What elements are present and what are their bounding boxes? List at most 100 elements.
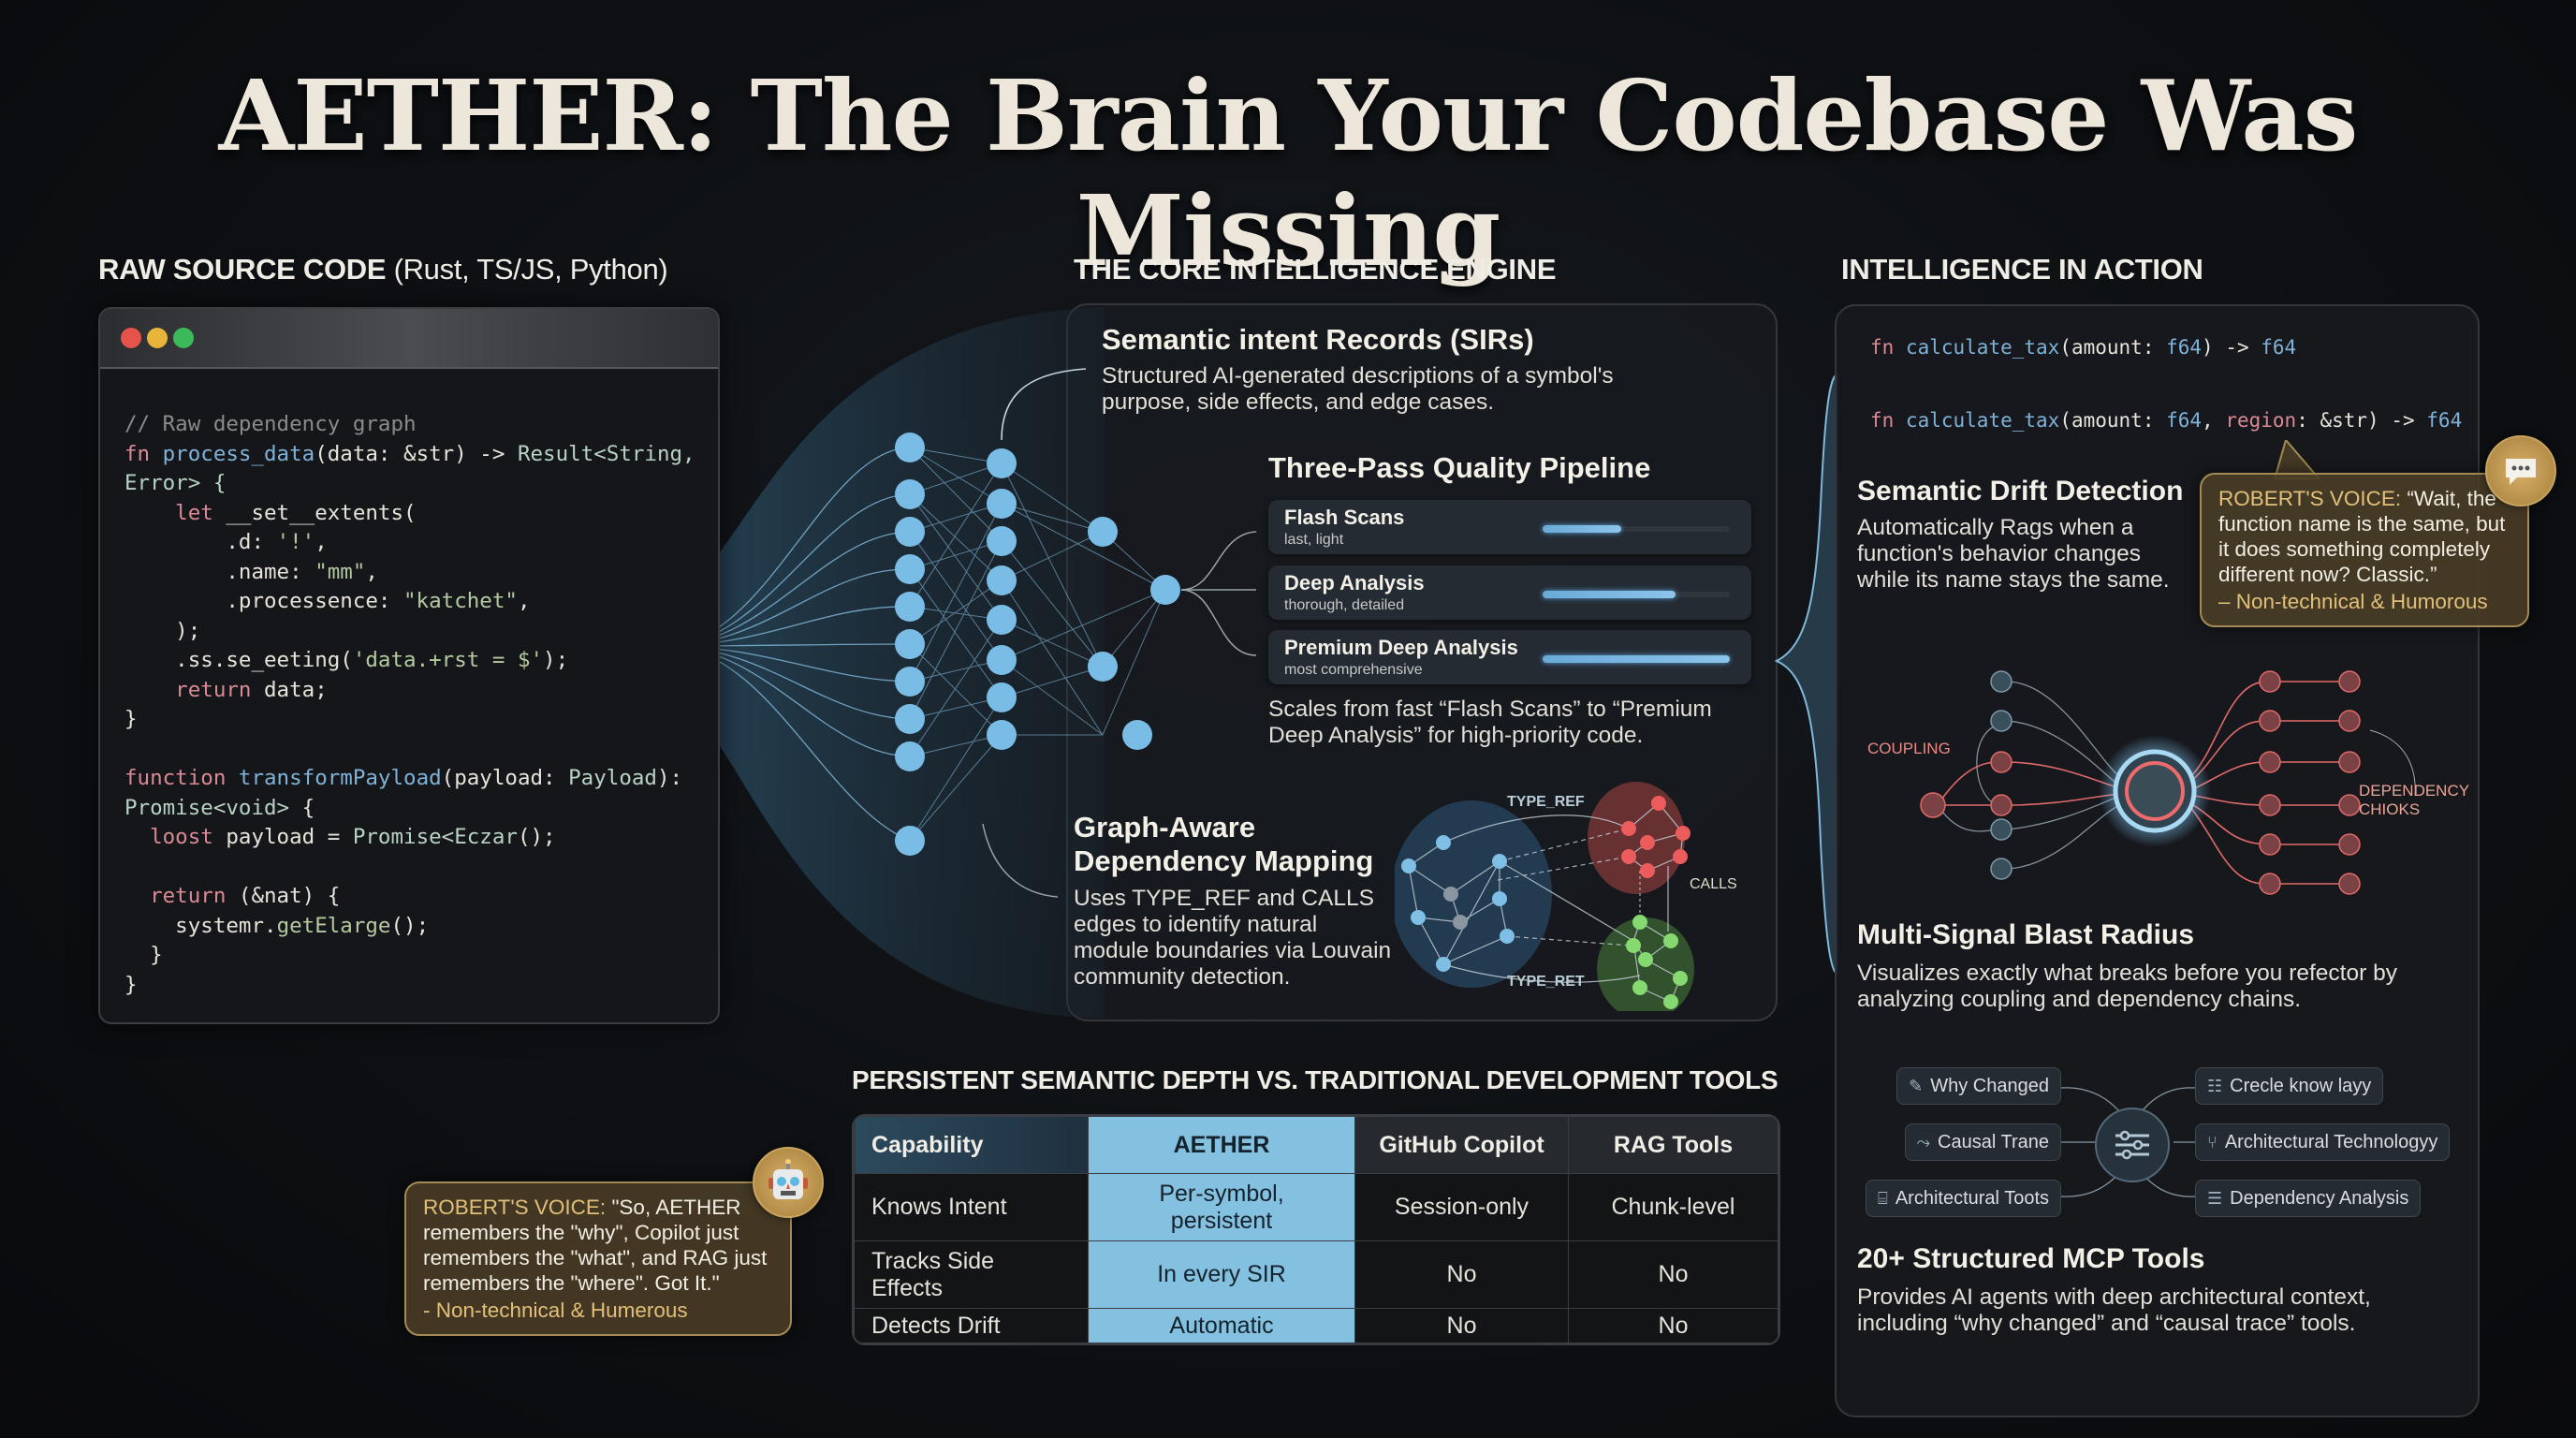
minimize-window-button[interactable] — [147, 328, 168, 348]
pass-subtitle: thorough, detailed — [1284, 597, 1405, 613]
code-token: getElarge — [276, 913, 391, 938]
mcp-tool-causal-trane[interactable]: ⤳Causal Trane — [1904, 1123, 2061, 1161]
tools-right-column: ☷ Crecle know layy ⑂Architectural Technolo… — [2195, 1067, 2476, 1236]
code-token: (); — [517, 825, 556, 849]
code-line: .d: '!', — [124, 528, 718, 558]
graph-description: Uses TYPE_REF and CALLS edges to identif… — [1074, 886, 1392, 990]
graph-title: Graph-Aware Dependency Mapping — [1074, 811, 1373, 878]
code-token: ): — [656, 766, 683, 790]
dependency-label-line2: CHIOKS — [2359, 800, 2421, 818]
code-line: .name: "mm", — [124, 558, 718, 588]
maximize-window-button[interactable] — [173, 328, 194, 348]
engine-heading: THE CORE INTELLIGENCE ENGINE — [1074, 253, 1557, 286]
code-token: } — [124, 707, 138, 731]
code-token: f64 — [2426, 409, 2463, 432]
column-header-aether: AETHER — [1088, 1116, 1355, 1174]
table-row: Tracks Side Effects In every SIR No No — [854, 1240, 1778, 1310]
code-token: Result<String, — [517, 441, 695, 466]
close-window-button[interactable] — [121, 328, 141, 348]
community-graph-diagram — [1395, 782, 1694, 1011]
code-token: fn — [1870, 336, 1906, 359]
page-title: AETHER: The Brain Your Codebase Was Miss… — [218, 58, 2359, 288]
code-token: ); — [124, 618, 201, 643]
pass-progress-fill — [1543, 591, 1676, 598]
code-token: return — [124, 884, 239, 908]
code-line: systemr.getElarge(); — [124, 912, 718, 942]
code-token: .ss.se_eeting( — [124, 648, 353, 672]
pass-flash-scans: Flash Scans last, light — [1268, 500, 1751, 554]
code-token: return — [124, 677, 265, 702]
code-token: (&nat) { — [238, 884, 341, 908]
mcp-tool-architectural-toots[interactable]: ⌸Architectural Toots — [1866, 1180, 2061, 1217]
tool-label: Crecle know layy — [2230, 1075, 2372, 1096]
robot-avatar-icon — [753, 1147, 824, 1218]
edge-label-calls: CALLS — [1690, 876, 1737, 892]
pass-name: Deep Analysis — [1284, 571, 1425, 594]
code-token: "katchet" — [403, 589, 518, 613]
code-token: f64 — [2261, 336, 2297, 359]
code-token: f64 — [2166, 336, 2203, 359]
signature-after: fn calculate_tax(amount: f64, region: &s… — [1870, 406, 2462, 436]
code-token: fn — [124, 441, 163, 466]
code-line: Promise<void> { — [124, 794, 718, 824]
code-token: ); — [543, 648, 569, 672]
rag-cell: No — [1568, 1240, 1778, 1310]
document-icon: ☷ — [2207, 1076, 2223, 1095]
code-line: let __set__extents( — [124, 499, 718, 529]
code-line: ); — [124, 617, 718, 647]
table-row: Detects Drift Automatic No No — [854, 1308, 1778, 1343]
pass-progress-fill — [1543, 655, 1730, 663]
dependency-label-line1: DEPENDENCY — [2359, 782, 2470, 800]
pass-name: Flash Scans — [1284, 506, 1405, 529]
mcp-tool-architectural-technologyy[interactable]: ⑂Architectural Technologyy — [2195, 1123, 2451, 1161]
chat-bubble-icon — [2485, 435, 2556, 506]
tool-label: Causal Trane — [1938, 1131, 2049, 1152]
code-token: data; — [264, 677, 328, 702]
column-header-rag: RAG Tools — [1568, 1116, 1778, 1174]
graph-title-line2: Dependency Mapping — [1074, 844, 1374, 877]
pass-subtitle: last, light — [1284, 532, 1344, 548]
code-token: ) -> — [2202, 336, 2261, 359]
code-token: { — [301, 795, 315, 820]
tools-hub — [2095, 1108, 2170, 1182]
pass-progress-fill — [1543, 525, 1621, 533]
window-titlebar — [100, 309, 718, 369]
pass-progress-track — [1543, 525, 1730, 533]
code-token: .name: — [124, 559, 315, 584]
column-header-capability: Capability — [854, 1116, 1089, 1174]
edge-label-type-ret: TYPE_RET — [1507, 974, 1585, 990]
list-icon: ☰ — [2207, 1188, 2223, 1208]
code-token: , — [315, 530, 328, 554]
voice-tag: - Non-technical & Humerous — [423, 1299, 688, 1322]
code-line: loost payload = Promise<Eczar(); — [124, 823, 718, 853]
aether-cell: Automatic — [1088, 1308, 1355, 1343]
robert-voice-bubble: ROBERT'S VOICE: "So, AETHER remembers th… — [404, 1181, 792, 1336]
code-line: function transformPayload(payload: Paylo… — [124, 764, 718, 794]
code-line: Error> { — [124, 469, 718, 499]
capability-cell: Detects Drift — [854, 1308, 1089, 1343]
table-header-row: Capability AETHER GitHub Copilot RAG Too… — [854, 1116, 1778, 1174]
code-token: } — [124, 943, 163, 967]
blast-radius-diagram — [1920, 670, 2416, 895]
mcp-tool-dependency-analysis[interactable]: ☰Dependency Analysis — [2195, 1180, 2422, 1217]
code-token: function — [124, 766, 239, 790]
bubble-pointer — [2275, 440, 2321, 479]
voice-tag: – Non-technical & Humorous — [2218, 590, 2488, 613]
dependency-chains-label: DEPENDENCY CHIOKS — [2359, 782, 2469, 819]
code-token: "mm" — [315, 559, 366, 584]
code-token: // Raw dependency graph — [124, 412, 417, 436]
code-token: .processence: — [124, 589, 404, 613]
mcp-tool-crecle-know-layy[interactable]: ☷ Crecle know layy — [2195, 1067, 2384, 1105]
code-token: (); — [390, 913, 430, 938]
aether-cell: Per-symbol, persistent — [1088, 1172, 1355, 1242]
code-line: } — [124, 705, 718, 735]
code-token: Error> { — [124, 471, 227, 495]
signature-before: fn calculate_tax(amount: f64) -> f64 — [1870, 333, 2296, 363]
code-token: , — [517, 589, 531, 613]
mcp-tool-why-changed[interactable]: ✎Why Changed — [1896, 1067, 2061, 1105]
edge-label-type-ref: TYPE_REF — [1507, 794, 1585, 810]
tools-left-column: ✎Why Changed ⤳Causal Trane ⌸Architectural … — [1853, 1067, 2061, 1236]
drift-voice-bubble: ROBERT'S VOICE: “Wait, the function name… — [2200, 473, 2529, 627]
